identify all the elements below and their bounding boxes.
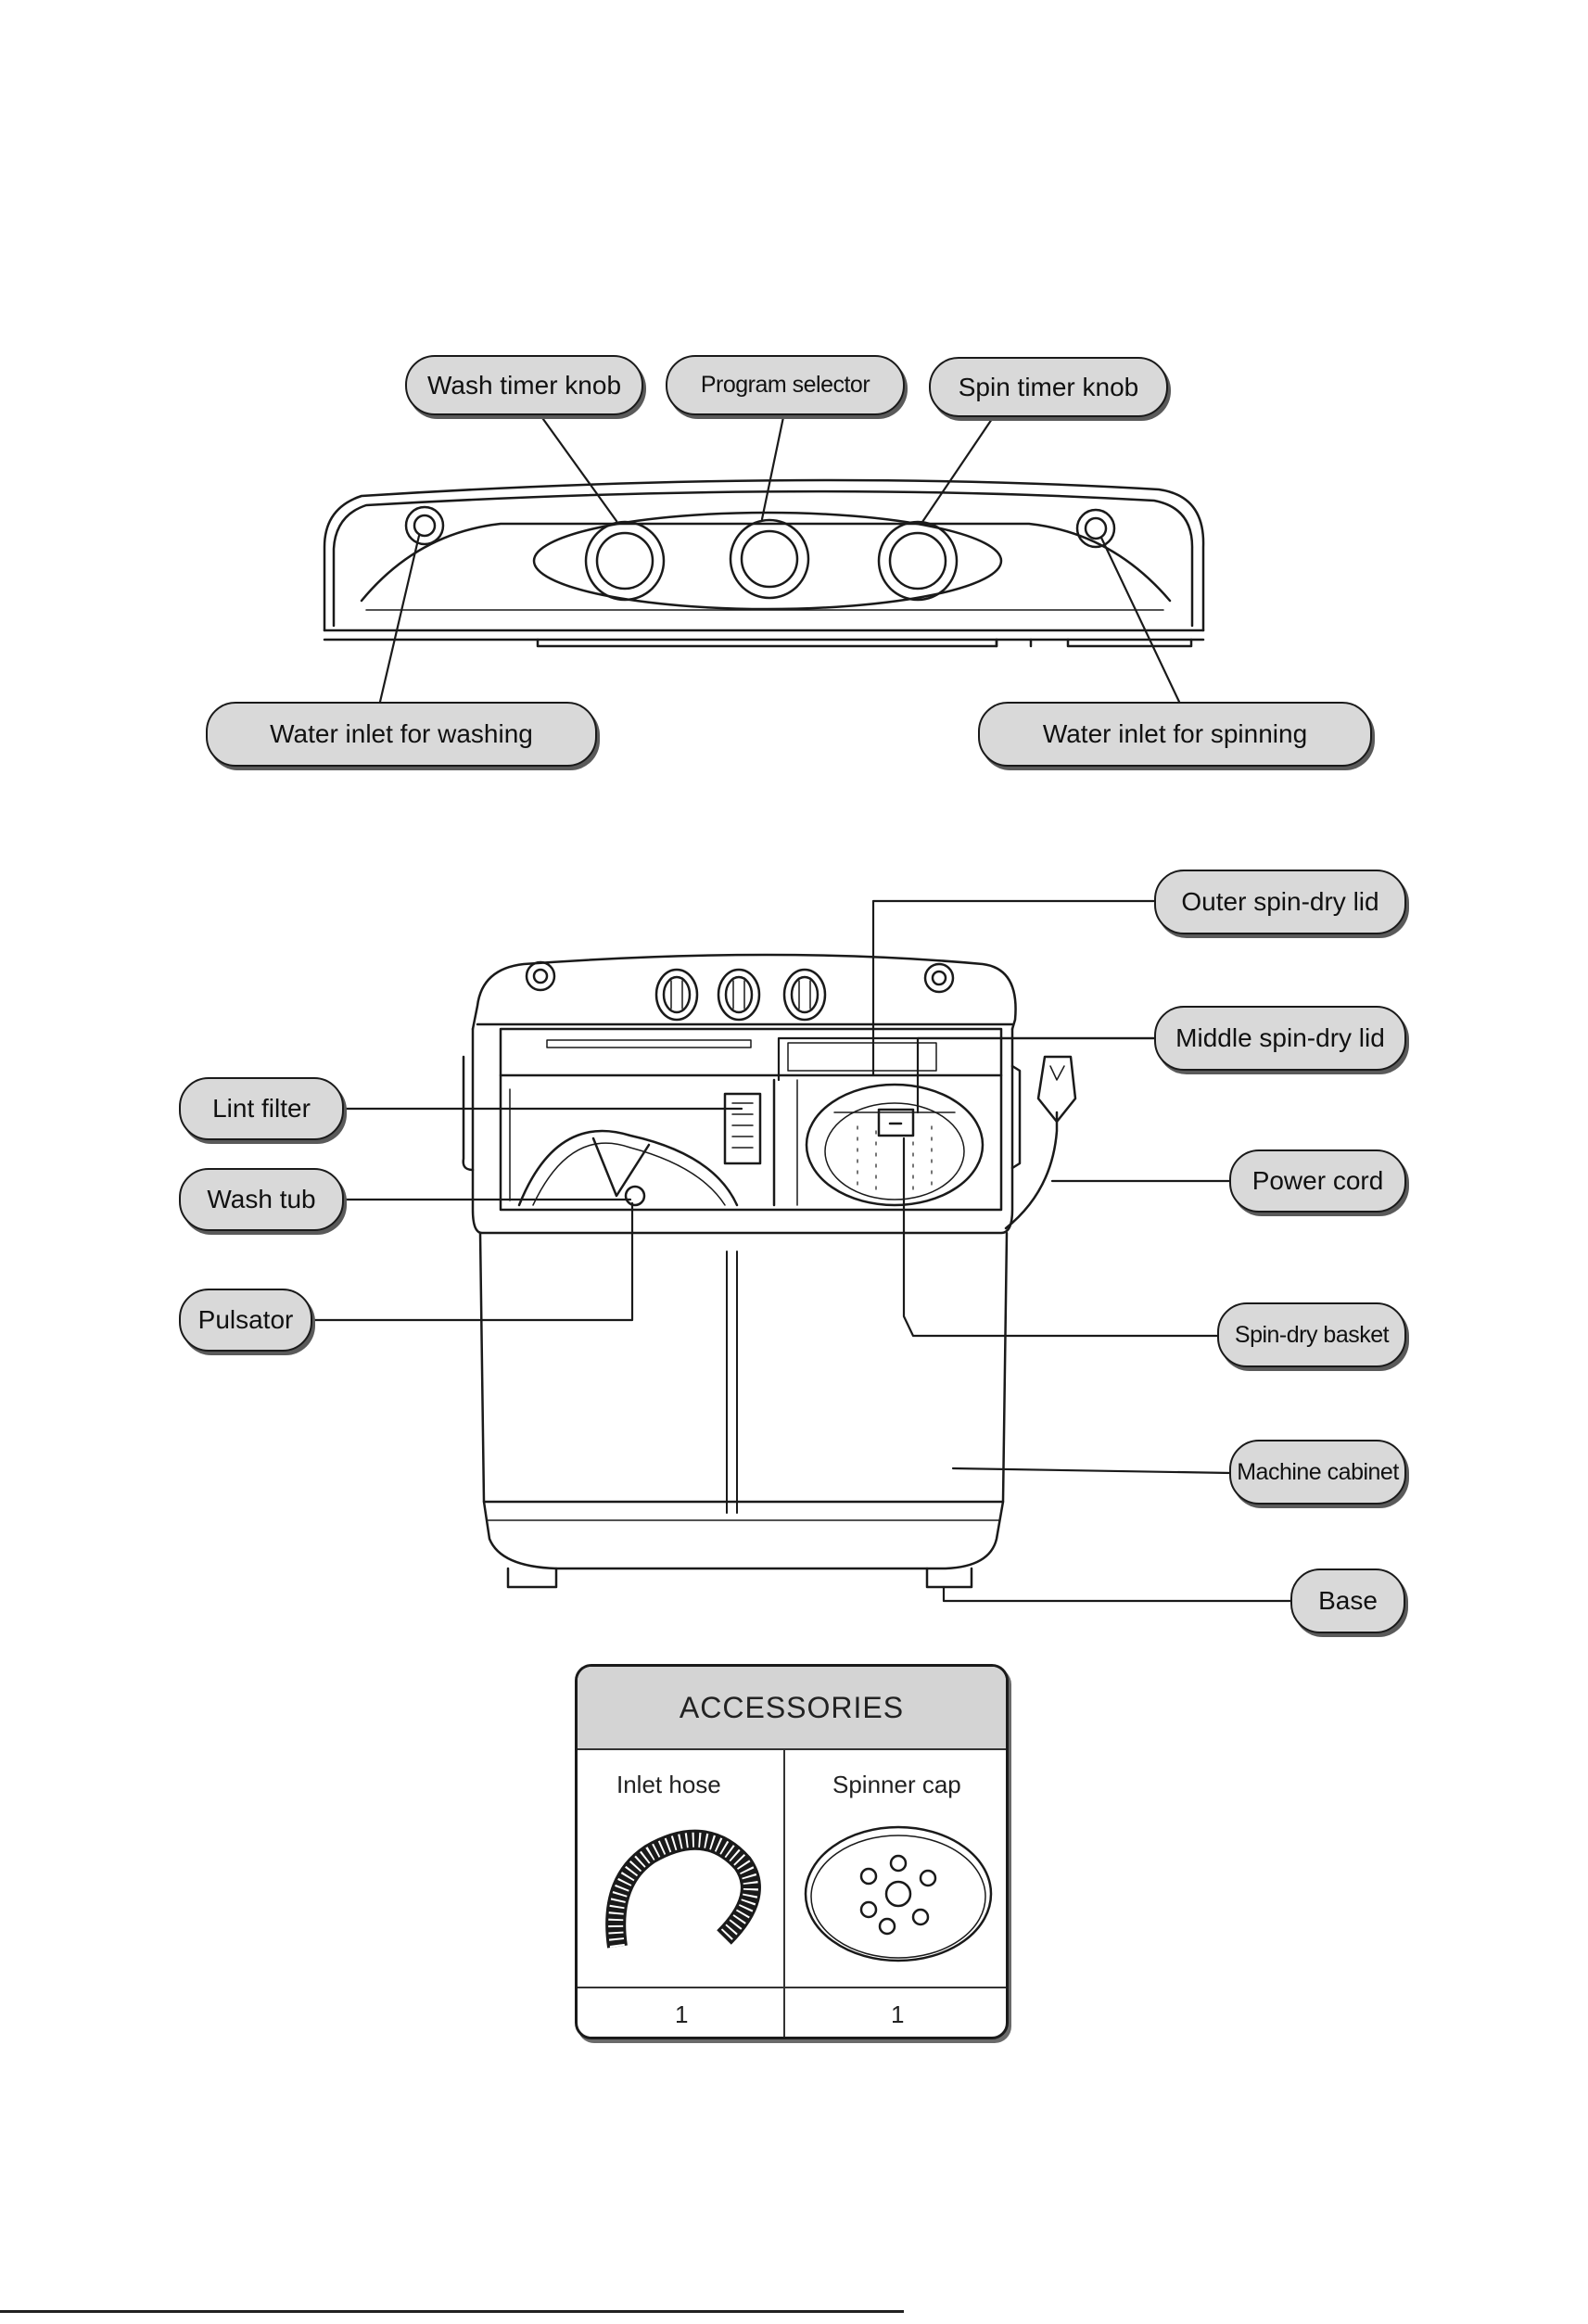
spin-dry-basket-label: Spin-dry basket xyxy=(1217,1302,1406,1367)
base-label: Base xyxy=(1290,1568,1405,1633)
water-inlet-spinning-label: Water inlet for spinning xyxy=(978,702,1372,767)
wash-tub-label: Wash tub xyxy=(179,1168,344,1231)
accessory-qty-inlet-hose: 1 xyxy=(675,2000,688,2029)
accessories-title: ACCESSORIES xyxy=(578,1667,1006,1750)
spinner-cap-icon xyxy=(794,1815,998,1973)
machine-cabinet-label: Machine cabinet xyxy=(1229,1440,1406,1505)
page-footer-rule xyxy=(0,2310,904,2313)
control-panel-drawing xyxy=(324,480,1203,646)
machine-leader-lines xyxy=(311,901,1291,1601)
program-selector-knob-drawing xyxy=(730,520,808,598)
pulsator-label: Pulsator xyxy=(179,1289,312,1352)
wash-timer-knob-label: Wash timer knob xyxy=(405,355,643,415)
middle-spin-dry-lid-label: Middle spin-dry lid xyxy=(1154,1006,1406,1071)
inlet-hose-icon xyxy=(594,1817,780,1965)
spin-timer-knob-drawing xyxy=(879,522,957,600)
accessory-qty-spinner-cap: 1 xyxy=(891,2000,904,2029)
accessories-quantity-divider xyxy=(578,1987,1006,1988)
spin-timer-knob-label: Spin timer knob xyxy=(929,357,1168,417)
program-selector-label: Program selector xyxy=(666,355,905,415)
control-panel-leader-lines xyxy=(380,415,1179,702)
accessory-name-spinner-cap: Spinner cap xyxy=(832,1771,961,1799)
machine-drawing xyxy=(464,955,1075,1587)
outer-spin-dry-lid-label: Outer spin-dry lid xyxy=(1154,870,1406,934)
lint-filter-label: Lint filter xyxy=(179,1077,344,1140)
accessory-name-inlet-hose: Inlet hose xyxy=(616,1771,721,1799)
accessories-table: ACCESSORIES Inlet hose Spinner cap 1 1 xyxy=(575,1664,1009,2039)
water-inlet-washing-label: Water inlet for washing xyxy=(206,702,597,767)
accessories-column-divider xyxy=(783,1748,785,2037)
wash-timer-knob-drawing xyxy=(586,522,664,600)
power-cord-label: Power cord xyxy=(1229,1149,1406,1213)
